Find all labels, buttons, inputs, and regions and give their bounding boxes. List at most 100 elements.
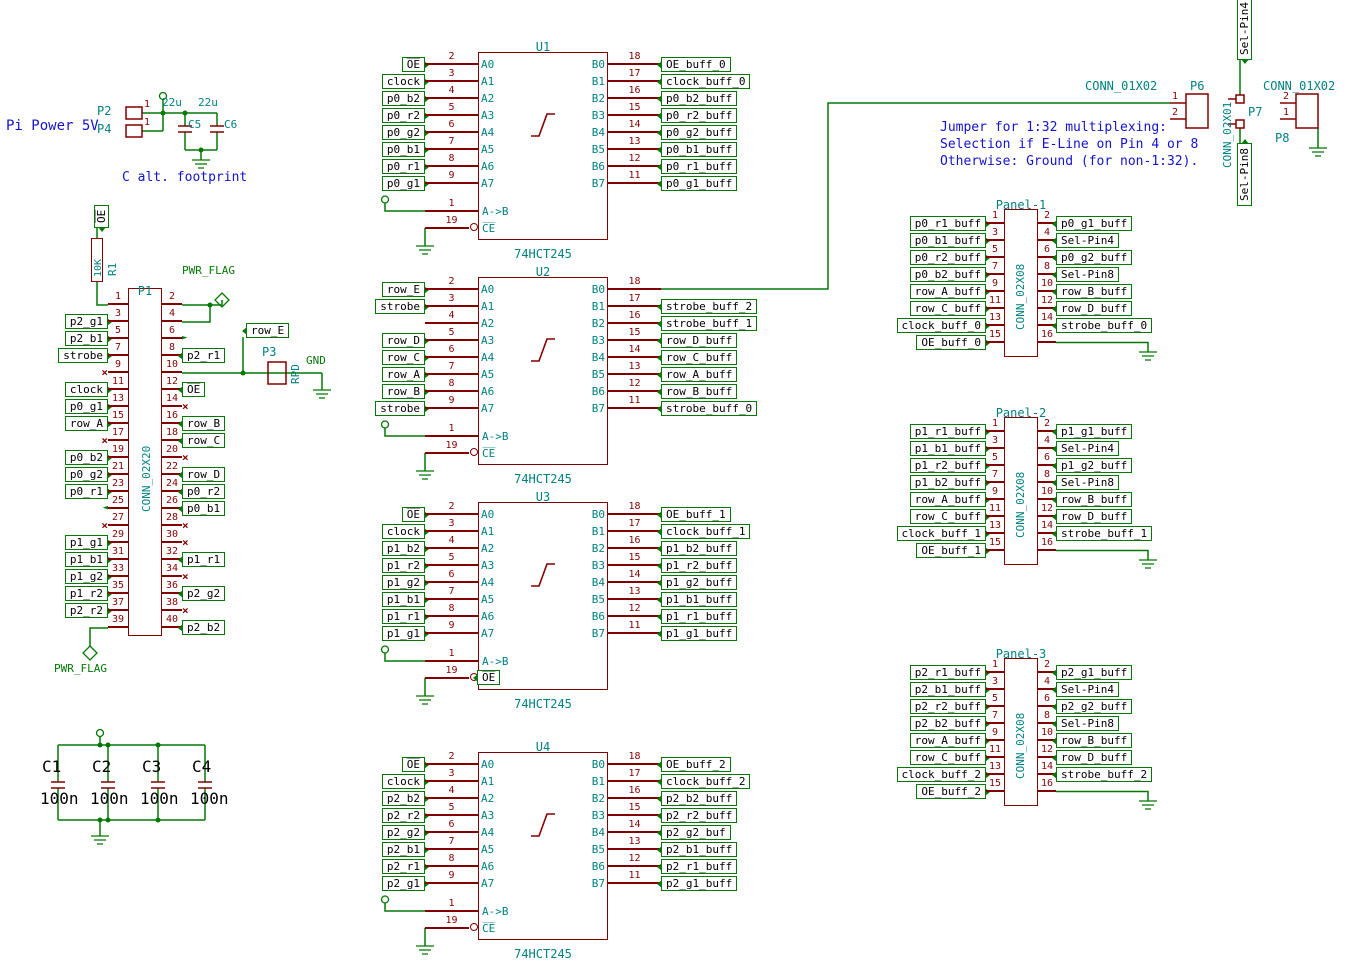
net-label[interactable]: row_D_buff <box>1056 509 1133 524</box>
capacitor[interactable]: C4 100n <box>188 757 238 808</box>
net-label[interactable]: p0_g2 <box>64 467 108 482</box>
connector-p2-reference[interactable]: P2 <box>97 104 112 118</box>
net-label[interactable]: p2_g2_buff <box>1056 699 1133 714</box>
net-label[interactable]: row_B_buff <box>1056 284 1133 299</box>
net-label[interactable]: row_B_buff <box>1056 733 1133 748</box>
net-label[interactable]: O̅E̅ <box>401 57 425 72</box>
net-label[interactable]: p0_r2_buff <box>909 250 986 265</box>
net-label[interactable]: row_A_buff <box>909 284 986 299</box>
net-label[interactable]: row_A_buff <box>909 733 986 748</box>
net-label[interactable]: p0_b2_buff <box>909 267 986 282</box>
net-label[interactable]: Sel-Pin8 <box>1237 143 1252 206</box>
connector-p4-reference[interactable]: P4 <box>97 122 112 136</box>
net-label[interactable]: p2_b2 <box>381 791 425 806</box>
net-label[interactable]: row_C_buff <box>909 509 986 524</box>
net-label[interactable]: clock_buff_0 <box>661 74 751 89</box>
net-label[interactable]: p0_r1_buff <box>661 159 738 174</box>
net-label[interactable]: p0_g1 <box>381 176 425 191</box>
net-label[interactable]: row_D_buff <box>661 333 738 348</box>
net-label[interactable]: p0_b2_buff <box>661 91 738 106</box>
net-label[interactable]: Sel-Pin8 <box>1056 267 1119 282</box>
resistor-r1-body[interactable] <box>91 238 103 282</box>
net-label[interactable]: p0_r1 <box>64 484 108 499</box>
net-label[interactable]: p2_r1 <box>381 859 425 874</box>
net-label[interactable]: p0_g2 <box>381 125 425 140</box>
gnd-port-label[interactable]: GND <box>306 354 326 367</box>
net-label[interactable]: Sel-Pin8 <box>1056 716 1119 731</box>
net-label[interactable]: p1_r2 <box>381 558 425 573</box>
net-label[interactable]: clock_buff_1 <box>896 526 986 541</box>
net-label[interactable]: strobe <box>375 299 425 314</box>
pwr-flag-top-label[interactable]: PWR_FLAG <box>182 264 235 277</box>
net-label[interactable]: p2_b1 <box>381 842 425 857</box>
resistor-r1-reference[interactable]: R1 <box>106 262 119 276</box>
net-label[interactable]: p0_r2 <box>381 108 425 123</box>
net-label[interactable]: p1_b1 <box>381 592 425 607</box>
net-label[interactable]: p2_r1 <box>182 348 226 363</box>
net-label[interactable]: p0_g1_buff <box>1056 216 1133 231</box>
net-label[interactable]: p2_b2_buff <box>661 791 738 806</box>
net-label[interactable]: p2_b2_buff <box>909 716 986 731</box>
net-label[interactable]: p1_g2 <box>381 575 425 590</box>
net-label[interactable]: strobe_buff_1 <box>661 316 758 331</box>
net-label[interactable]: p0_b2 <box>64 450 108 465</box>
net-label[interactable]: p0_r1_buff <box>909 216 986 231</box>
net-label[interactable]: OE_buff_2 <box>661 757 731 772</box>
net-label[interactable]: p0_g2_buff <box>1056 250 1133 265</box>
connector-p3-reference[interactable]: P3 <box>262 345 277 359</box>
net-label[interactable]: p2_g1 <box>64 314 108 329</box>
net-label[interactable]: p2_r2_buff <box>661 808 738 823</box>
net-label[interactable]: p2_g1_buff <box>1056 665 1133 680</box>
net-label[interactable]: strobe <box>375 401 425 416</box>
net-label[interactable]: row_A_buff <box>661 367 738 382</box>
net-label[interactable]: row_C <box>182 433 226 448</box>
net-label[interactable]: strobe_buff_0 <box>1056 318 1153 333</box>
net-label[interactable]: p2_g1_buff <box>661 876 738 891</box>
net-label[interactable]: row_B <box>182 416 226 431</box>
net-label[interactable]: p0_b2 <box>381 91 425 106</box>
net-label[interactable]: clock <box>381 524 425 539</box>
net-label-row-e[interactable]: row_E <box>246 323 290 338</box>
net-label[interactable]: OE_buff_0 <box>661 57 731 72</box>
net-label[interactable]: strobe_buff_2 <box>1056 767 1153 782</box>
net-label[interactable]: p1_g1_buff <box>661 626 738 641</box>
net-label[interactable]: p2_g2_buf <box>661 825 731 840</box>
net-label[interactable]: p1_b1_buff <box>909 441 986 456</box>
net-label[interactable]: p1_g1 <box>381 626 425 641</box>
net-label[interactable]: O̅E̅ <box>94 204 109 228</box>
net-label[interactable]: clock_buff_2 <box>896 767 986 782</box>
ic-body[interactable] <box>478 277 608 465</box>
net-label[interactable]: p2_r2 <box>381 808 425 823</box>
net-label[interactable]: p1_r1_buff <box>909 424 986 439</box>
net-label[interactable]: p2_g2 <box>182 586 226 601</box>
capacitor[interactable]: C2 100n <box>88 757 138 808</box>
ic-body[interactable] <box>478 52 608 240</box>
net-label[interactable]: row_E <box>381 282 425 297</box>
net-label[interactable]: p1_g2_buff <box>1056 458 1133 473</box>
net-label[interactable]: clock_buff_2 <box>661 774 751 789</box>
net-label[interactable]: strobe_buff_0 <box>661 401 758 416</box>
net-label[interactable]: OE_buff_0 <box>916 335 986 350</box>
net-label[interactable]: p2_g1 <box>381 876 425 891</box>
net-label[interactable]: row_D <box>381 333 425 348</box>
net-label[interactable]: p2_r2_buff <box>909 699 986 714</box>
connector-p6-reference[interactable]: P6 <box>1190 79 1205 93</box>
connector-p1-body[interactable] <box>128 288 162 636</box>
net-label[interactable]: Sel-Pin4 <box>1056 441 1119 456</box>
net-label[interactable]: p2_b1_buff <box>909 682 986 697</box>
net-label[interactable]: clock_buff_0 <box>896 318 986 333</box>
net-label[interactable]: Sel-Pin8 <box>1056 475 1119 490</box>
net-label[interactable]: strobe <box>58 348 108 363</box>
net-label[interactable]: p1_b2_buff <box>661 541 738 556</box>
net-label[interactable]: p1_r2 <box>64 586 108 601</box>
net-label[interactable]: p1_b2_buff <box>909 475 986 490</box>
net-label[interactable]: p0_g1 <box>64 399 108 414</box>
net-label[interactable]: p2_r2 <box>64 603 108 618</box>
net-label[interactable]: row_C_buff <box>909 750 986 765</box>
net-label[interactable]: OE_buff_1 <box>916 543 986 558</box>
connector-body[interactable] <box>1004 658 1038 806</box>
net-label[interactable]: p0_r1 <box>381 159 425 174</box>
net-label[interactable]: strobe_buff_1 <box>1056 526 1153 541</box>
net-label[interactable]: Sel-Pin4 <box>1056 233 1119 248</box>
net-label[interactable]: p1_g1 <box>64 535 108 550</box>
